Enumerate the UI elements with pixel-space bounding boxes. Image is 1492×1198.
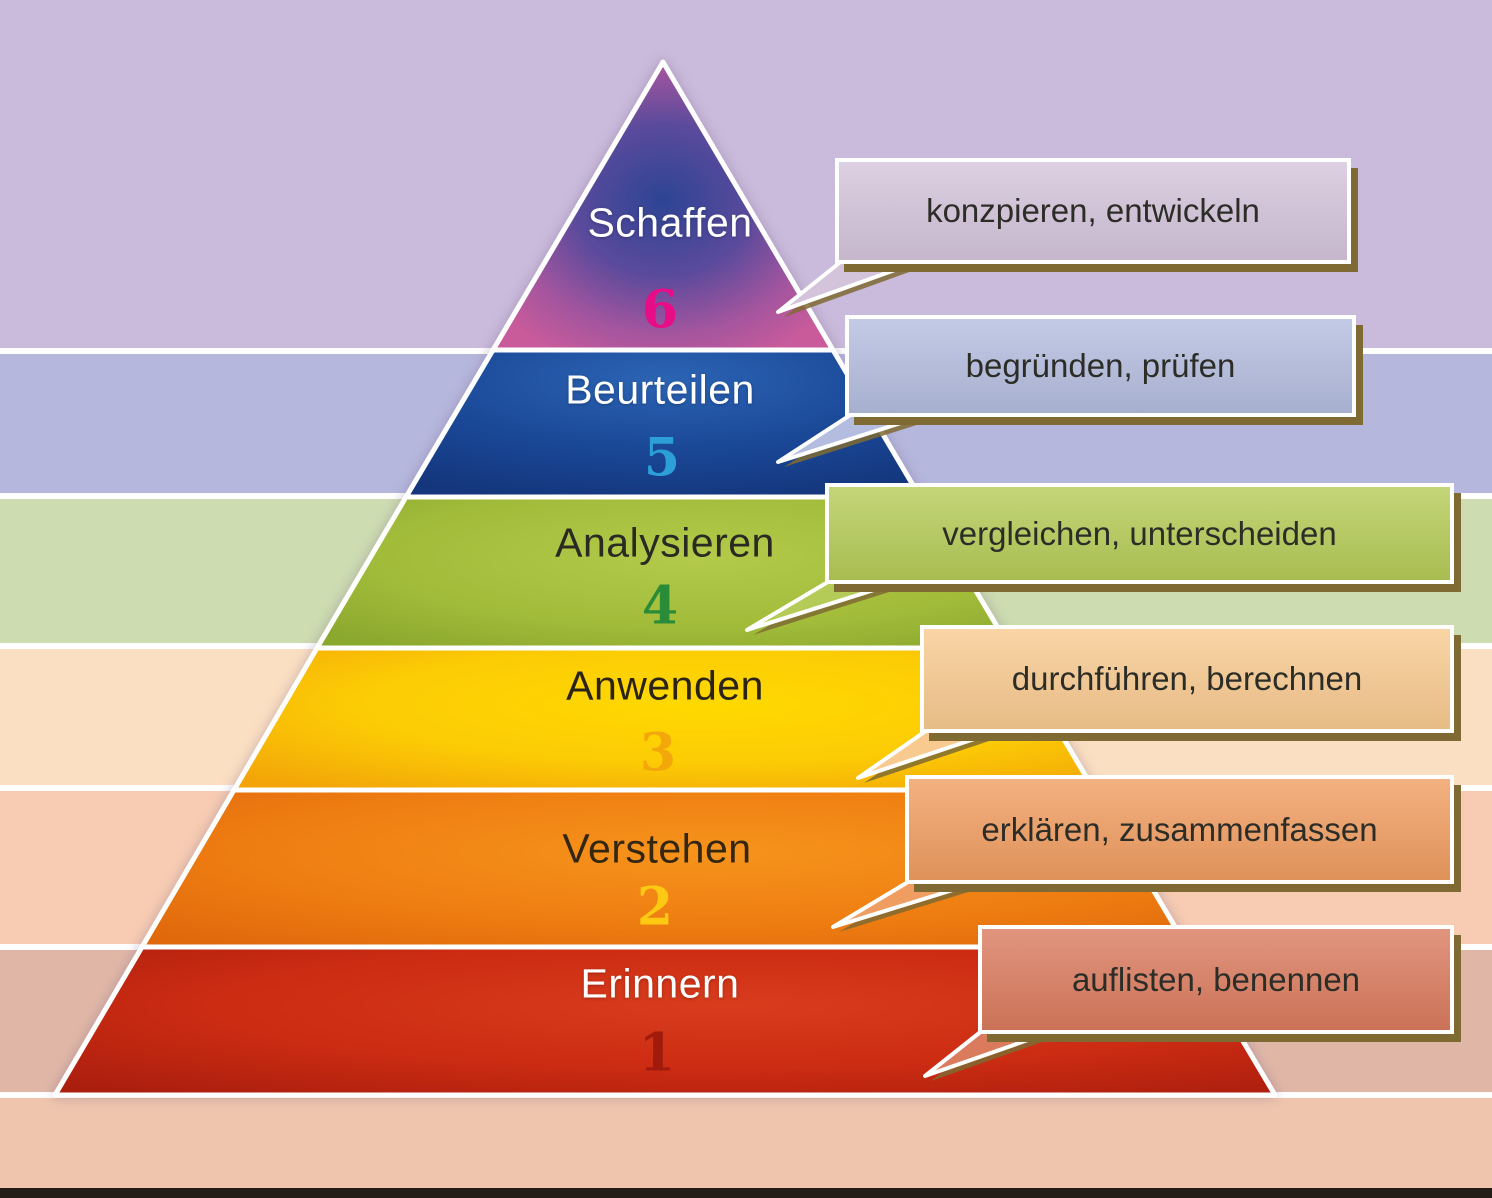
level-4-number: 4 xyxy=(641,575,679,637)
callout-erinnern: auflisten, benennen xyxy=(978,925,1454,1034)
bottom-border-strip xyxy=(0,1188,1492,1198)
callout-tail-shadow-2 xyxy=(839,881,1004,932)
level-3-number: 3 xyxy=(639,722,677,784)
callout-beurteilen: begründen, prüfen xyxy=(845,315,1356,417)
callout-text-analysieren: vergleichen, unterscheiden xyxy=(942,514,1337,552)
callout-tail-shadow-5 xyxy=(784,415,948,467)
callout-text-verstehen: erklären, zusammenfassen xyxy=(981,810,1378,848)
callout-anwenden: durchführen, berechnen xyxy=(920,625,1454,733)
callout-analysieren: vergleichen, unterscheiden xyxy=(825,483,1454,584)
callout-tail-shadow-6 xyxy=(784,261,940,317)
level-1-number: 1 xyxy=(638,1022,676,1084)
callout-tail-shadow-1 xyxy=(931,1031,1074,1081)
level-6-label: Schaffen xyxy=(587,199,753,246)
level-3-label: Anwenden xyxy=(566,662,764,709)
callout-tail-shadow-4 xyxy=(753,581,924,635)
callout-text-beurteilen: begründen, prüfen xyxy=(965,347,1236,384)
level-5-number: 5 xyxy=(643,427,681,489)
level-1-label: Erinnern xyxy=(580,960,740,1007)
level-6-number: 6 xyxy=(641,279,679,341)
callout-tail-6 xyxy=(776,254,936,314)
callout-tail-shadow-3 xyxy=(864,731,1019,783)
callout-text-erinnern: auflisten, benennen xyxy=(1071,960,1361,998)
level-4-label: Analysieren xyxy=(555,519,775,566)
background-band-bottom xyxy=(0,1098,1492,1188)
callout-text-anwenden: durchführen, berechnen xyxy=(1011,660,1363,697)
level-2-label: Verstehen xyxy=(562,825,752,872)
level-5-label: Beurteilen xyxy=(565,366,755,413)
callout-verstehen: erklären, zusammenfassen xyxy=(905,775,1454,884)
callout-text-schaffen: konzpieren, entwickeln xyxy=(926,192,1260,229)
callout-schaffen: konzpieren, entwickeln xyxy=(835,158,1351,264)
level-2-number: 2 xyxy=(636,876,674,938)
